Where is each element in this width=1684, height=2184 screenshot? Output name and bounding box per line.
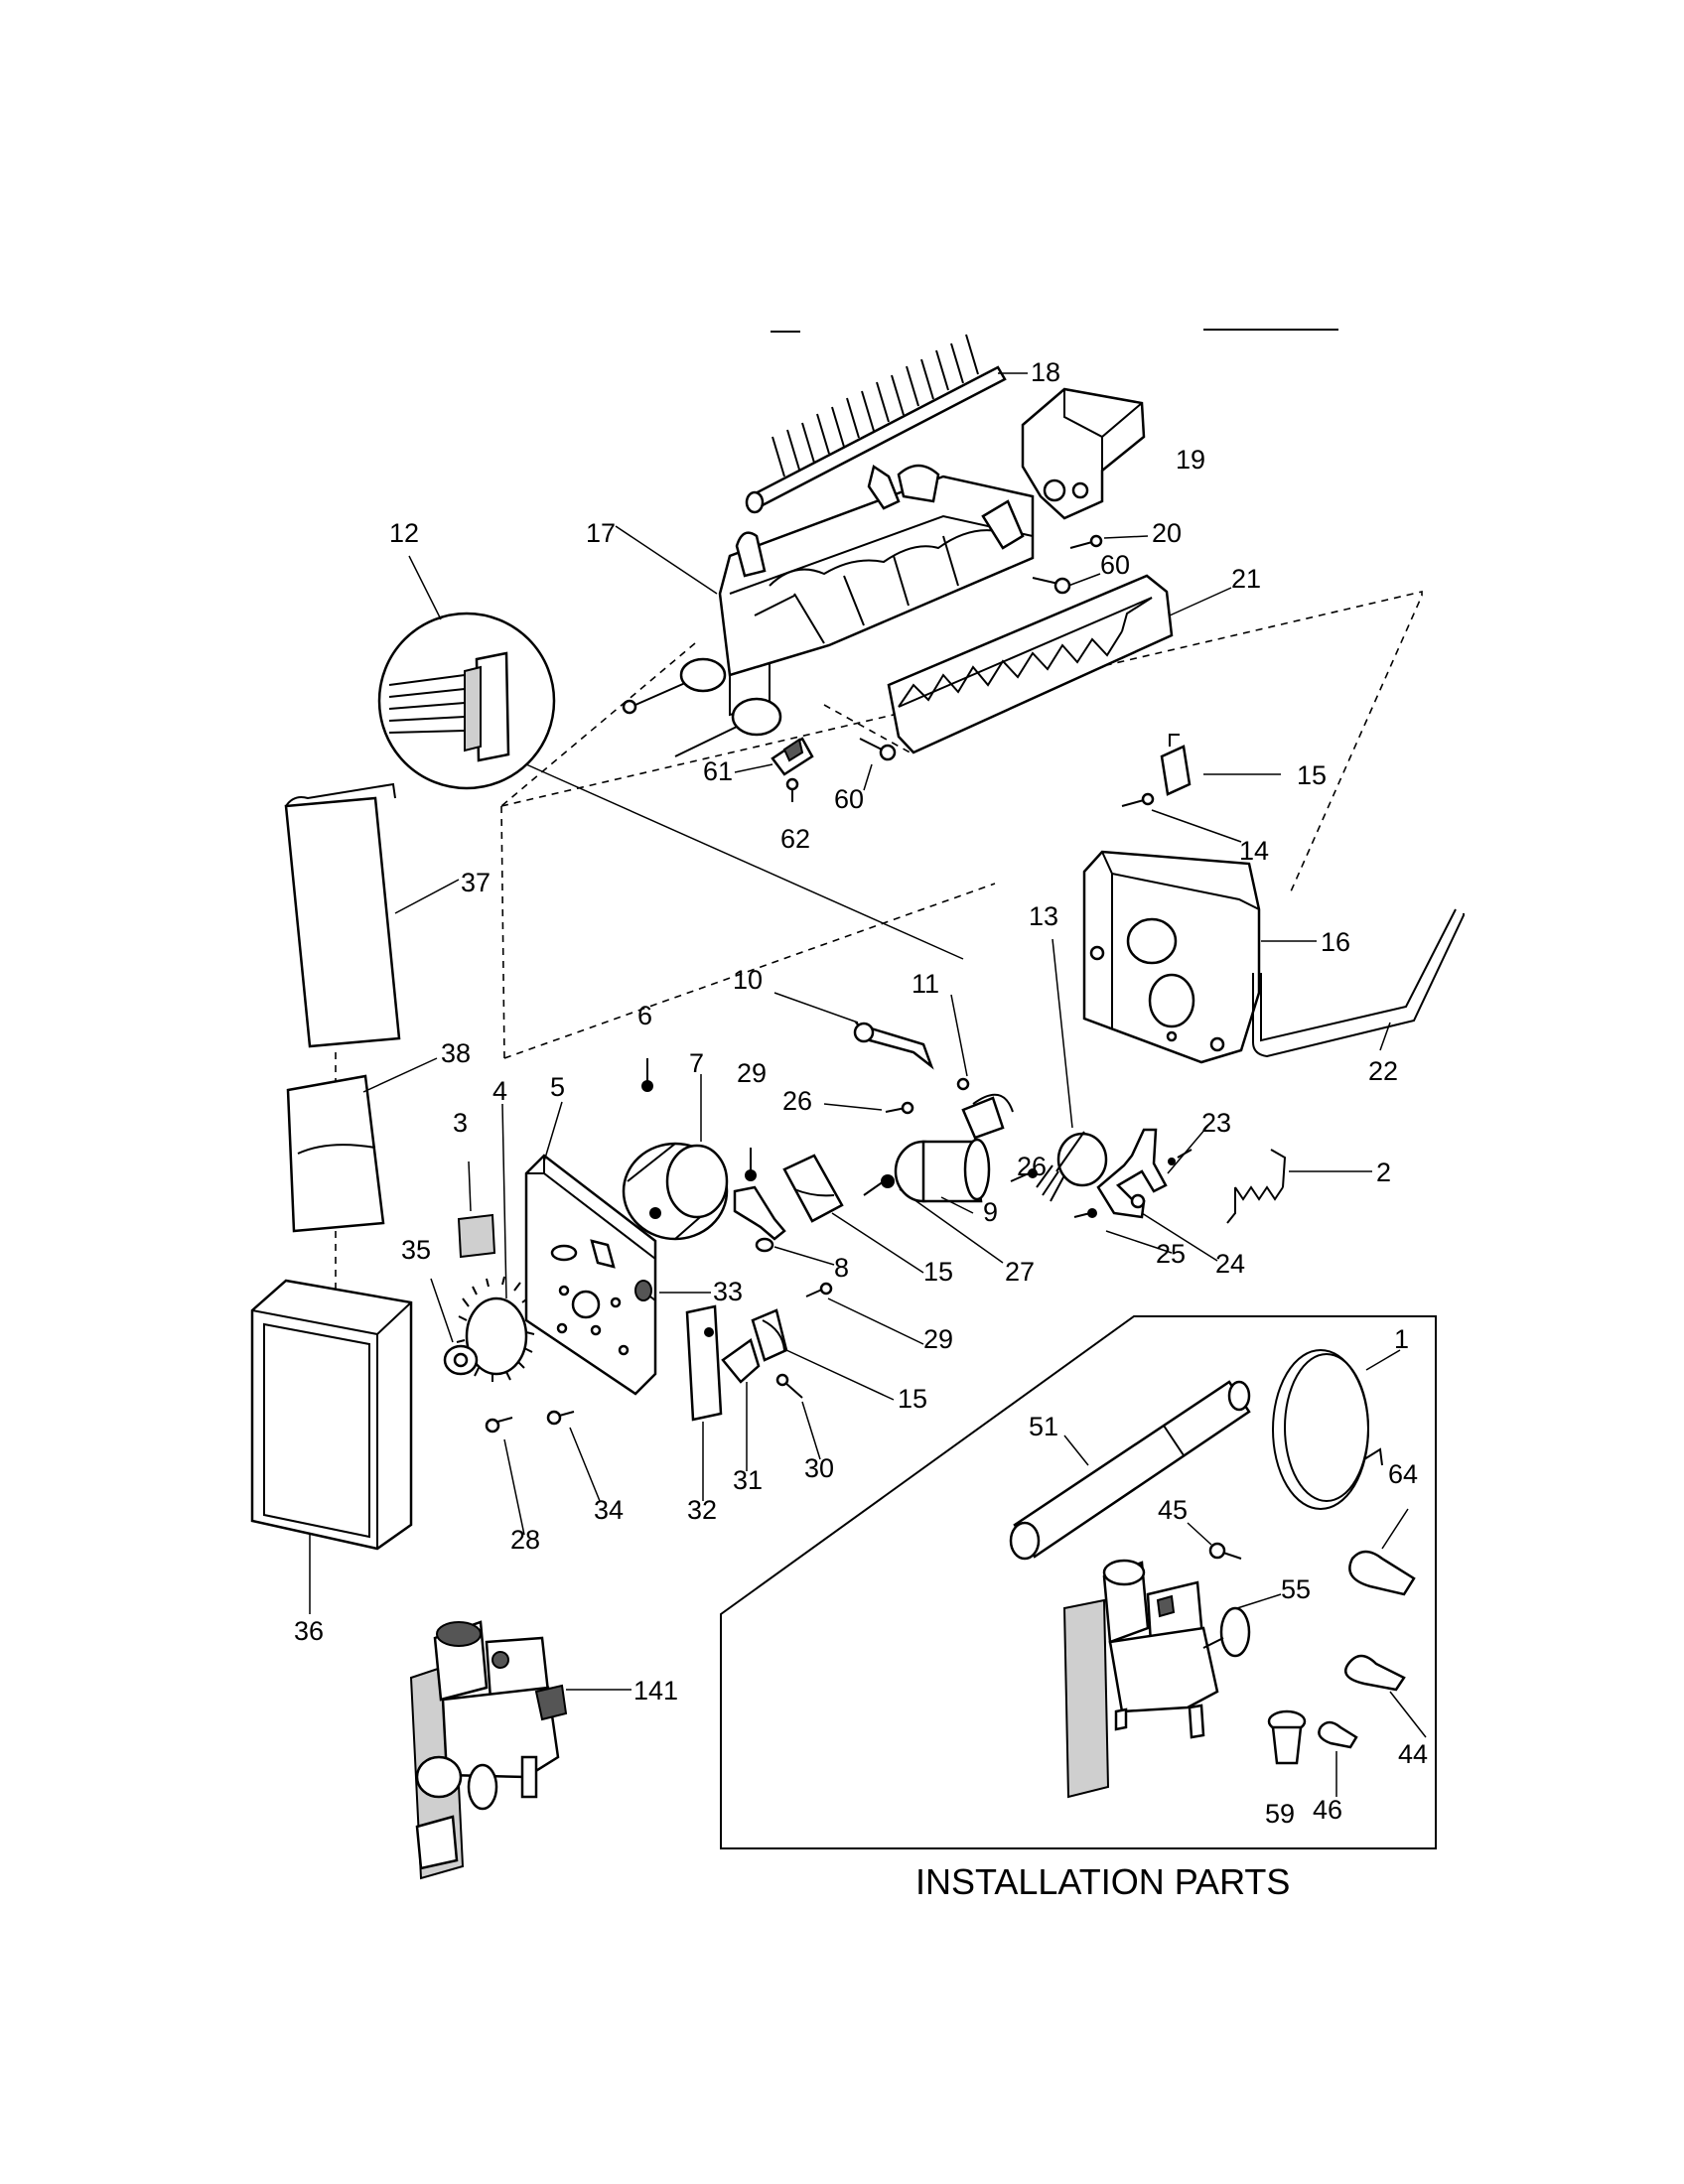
- tubing-1-part: [1272, 1349, 1401, 1510]
- mold-screws: [859, 534, 1149, 791]
- screw-45-part: [1187, 1522, 1242, 1560]
- label-part-141: 141: [633, 1676, 678, 1706]
- label-part-36: 36: [294, 1616, 324, 1646]
- part-labels: 18 19 20 60 21 12 17 61 60 62 15 14 37 1…: [294, 357, 1428, 1902]
- stripper-part: [887, 574, 1232, 754]
- actuator-24-part: [1073, 1121, 1218, 1262]
- lever-8-part: [733, 1148, 835, 1266]
- label-part-62: 62: [780, 824, 810, 854]
- manual-37-part: [284, 782, 460, 1048]
- label-part-46: 46: [1313, 1795, 1342, 1825]
- thermostat-13-part: [894, 938, 1108, 1214]
- ejector-part: [745, 334, 1028, 514]
- label-part-38: 38: [441, 1038, 471, 1068]
- label-part-4: 4: [492, 1076, 507, 1106]
- label-part-61: 61: [703, 756, 733, 786]
- bracket-61-62: [734, 737, 814, 802]
- label-part-34: 34: [594, 1495, 624, 1525]
- label-part-28: 28: [510, 1525, 540, 1555]
- label-part-15-lower: 15: [898, 1384, 927, 1414]
- label-part-35: 35: [401, 1235, 431, 1265]
- switch-arm-10-11: [773, 992, 1014, 1140]
- label-part-60-top: 60: [1100, 550, 1130, 580]
- wire-harness-callout: [377, 555, 964, 960]
- box-36-part: [250, 1279, 413, 1614]
- installation-parts-frame: [720, 1315, 1437, 1849]
- gear-4-part: [430, 1103, 535, 1382]
- label-part-17: 17: [586, 518, 616, 548]
- label-part-25: 25: [1156, 1239, 1186, 1269]
- label-part-64: 64: [1388, 1459, 1418, 1489]
- label-part-8: 8: [834, 1253, 849, 1283]
- label-part-20: 20: [1152, 518, 1182, 548]
- label-part-45: 45: [1158, 1495, 1188, 1525]
- label-part-12: 12: [389, 518, 419, 548]
- motor-7-part: [622, 1058, 729, 1241]
- water-valve-141-part: [409, 1620, 632, 1880]
- label-part-11: 11: [912, 969, 939, 999]
- label-part-23: 23: [1201, 1108, 1231, 1138]
- label-part-16: 16: [1321, 927, 1350, 957]
- label-part-55: 55: [1281, 1574, 1311, 1604]
- label-part-59: 59: [1265, 1799, 1295, 1829]
- label-3-part: [457, 1160, 496, 1259]
- label-part-26-upper: 26: [782, 1086, 812, 1116]
- label-part-60-bottom: 60: [834, 784, 864, 814]
- mounting-plate-5: [524, 1101, 657, 1396]
- switch-15-top: [1121, 734, 1281, 843]
- label-part-30: 30: [804, 1453, 834, 1483]
- sheet-38-part: [286, 1057, 438, 1233]
- label-part-31: 31: [733, 1465, 763, 1495]
- mold-cover-part: [1021, 387, 1146, 520]
- label-part-51: 51: [1029, 1412, 1058, 1441]
- label-part-27: 27: [1005, 1257, 1035, 1287]
- label-part-1: 1: [1394, 1324, 1409, 1354]
- header-rules: [771, 329, 1338, 333]
- label-part-15-middle: 15: [923, 1257, 953, 1287]
- label-part-5: 5: [550, 1072, 565, 1102]
- clamps-and-grommet: [1267, 1508, 1427, 1797]
- label-part-2: 2: [1376, 1158, 1391, 1187]
- label-part-6: 6: [637, 1001, 652, 1030]
- label-part-7: 7: [689, 1048, 704, 1078]
- label-part-37: 37: [461, 868, 491, 897]
- label-part-3: 3: [453, 1108, 468, 1138]
- spring-2-part: [1226, 1149, 1372, 1224]
- label-part-22: 22: [1368, 1056, 1398, 1086]
- water-valve-55-part: [1062, 1559, 1282, 1799]
- label-part-24: 24: [1215, 1249, 1245, 1279]
- label-part-26-lower: 26: [1017, 1152, 1047, 1181]
- label-part-15-top: 15: [1297, 760, 1327, 790]
- label-part-14: 14: [1239, 836, 1269, 866]
- label-part-44: 44: [1398, 1739, 1428, 1769]
- label-part-19: 19: [1176, 445, 1205, 475]
- label-part-32: 32: [687, 1495, 717, 1525]
- label-part-33: 33: [713, 1277, 743, 1306]
- ice-mold-body-part: [615, 464, 1035, 757]
- housing-part: [1082, 850, 1317, 1064]
- label-part-13: 13: [1029, 901, 1058, 931]
- shutoff-arm-part: [1252, 908, 1465, 1058]
- lower-switch-assembly: [485, 1280, 924, 1536]
- label-part-18: 18: [1031, 357, 1060, 387]
- tube-51-part: [1009, 1380, 1251, 1561]
- label-part-29-lower: 29: [923, 1324, 953, 1354]
- label-part-29-upper: 29: [737, 1058, 767, 1088]
- label-part-10: 10: [733, 965, 763, 995]
- installation-parts-title: INSTALLATION PARTS: [915, 1861, 1290, 1902]
- label-part-21: 21: [1231, 564, 1261, 594]
- label-part-9: 9: [983, 1197, 998, 1227]
